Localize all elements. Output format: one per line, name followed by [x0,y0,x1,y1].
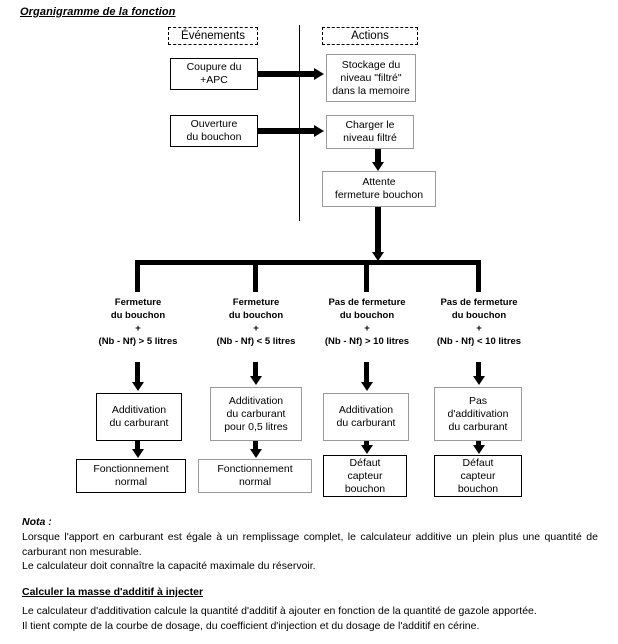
page-title: Organigramme de la fonction [20,6,176,18]
calculer-masse-body: Le calculateur d'additivation calcule la… [22,605,537,632]
flowchart-diagram: Événements Actions Coupure du+APC Ouvert… [76,25,522,497]
nota-heading: Nota : [22,516,52,528]
arrowhead-action3-to-result3 [361,445,373,454]
connector-cond2-to-action2 [253,362,258,378]
connector-attente-to-split [375,207,381,257]
calculer-masse-heading: Calculer la masse d'additif à injecter [22,586,204,598]
calculer-masse-section: Calculer la masse d'additif à injecter L… [22,586,598,633]
arrowhead-action4-to-result4 [473,445,485,454]
arrowhead-cond3-to-action3 [361,382,373,391]
arrowhead-action2-to-result2 [250,449,262,458]
arrowhead-cond4-to-action4 [473,376,485,385]
arrowhead-action1-to-result1 [132,449,144,458]
arrowhead-ouverture-to-charger [314,125,324,137]
connector-action3-to-result3 [364,441,369,447]
connector-cond3-to-action3 [364,362,369,384]
arrowhead-charger-to-attente [372,162,384,171]
connector-action2-to-result2 [253,441,258,451]
branch-leg-2 [253,260,258,292]
branch-leg-4 [476,260,481,292]
arrowhead-cond1-to-action1 [132,382,144,391]
column-header-actions: Actions [322,27,418,45]
nota-body: Lorsque l'apport en carburant est égale … [22,531,598,572]
connector-charger-to-attente [375,149,381,165]
branch-leg-3 [364,260,369,292]
arrowhead-cond2-to-action2 [250,376,262,385]
arrowhead-attente-to-split [372,252,384,261]
connector-ouverture-to-charger [258,128,316,134]
column-divider [299,25,300,221]
connector-coupure-to-stockage [258,71,316,77]
node-coupure-apc: Coupure du+APC [170,58,258,90]
column-header-evenements: Événements [168,27,258,45]
connector-cond4-to-action4 [476,362,481,378]
arrowhead-coupure-to-stockage [314,68,324,80]
connector-action1-to-result1 [135,441,140,451]
branch-distribution-bar [135,260,481,265]
connector-action4-to-result4 [476,441,481,447]
branch-leg-1 [135,260,140,292]
connector-cond1-to-action1 [135,362,140,384]
nota-section: Nota : Lorsque l'apport en carburant est… [22,516,598,574]
